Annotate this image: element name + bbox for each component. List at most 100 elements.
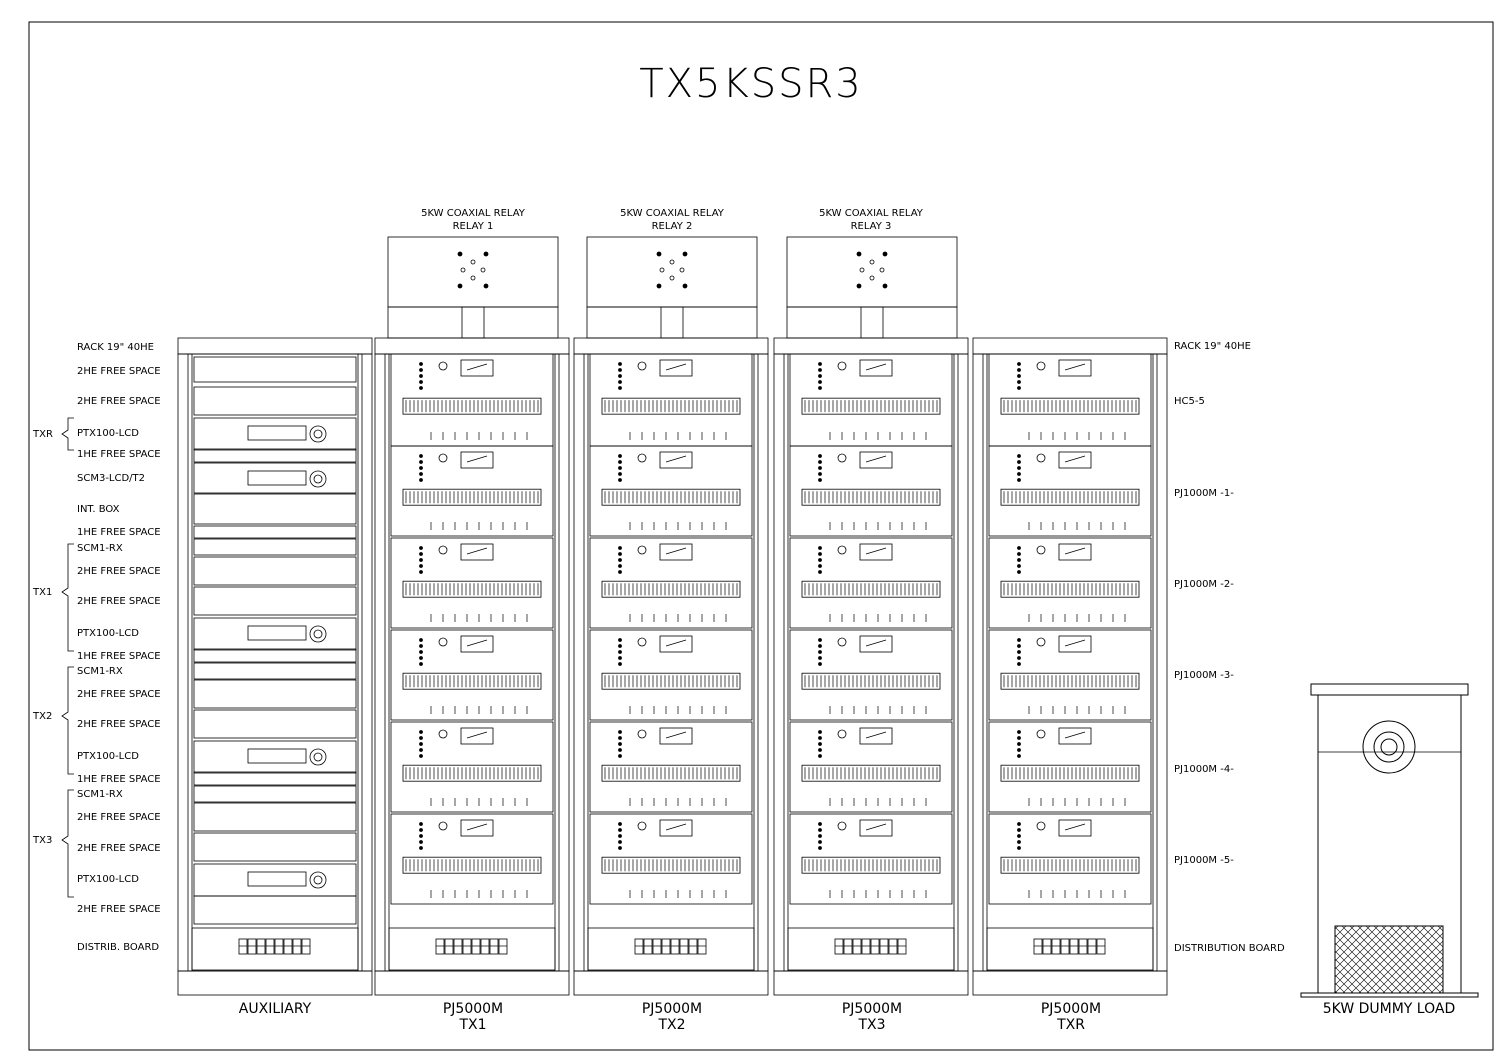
meter-window <box>460 635 494 653</box>
breaker <box>238 938 248 955</box>
racks <box>177 236 1168 996</box>
led <box>818 828 822 832</box>
breaker <box>1069 938 1079 955</box>
led <box>818 460 822 464</box>
led <box>818 834 822 838</box>
led <box>818 472 822 476</box>
control-knob <box>313 474 323 484</box>
breaker <box>498 938 508 955</box>
lcd-display <box>247 425 307 441</box>
meter-needle <box>865 731 887 739</box>
led <box>818 736 822 740</box>
led <box>818 656 822 660</box>
meter-needle <box>865 823 887 831</box>
amplifier-module <box>988 537 1152 629</box>
breaker <box>480 938 490 955</box>
led <box>419 754 423 758</box>
rack-caption-model: PJ5000M <box>642 1001 702 1017</box>
led <box>618 466 622 470</box>
amplifier-module <box>988 813 1152 905</box>
breaker <box>652 938 662 955</box>
amplifier-module <box>589 537 753 629</box>
relay-dot <box>483 251 489 257</box>
relay-dot <box>882 251 888 257</box>
relay-dot <box>483 283 489 289</box>
left-label: 2HE FREE SPACE <box>77 812 161 823</box>
heatsink-grille <box>1000 764 1140 782</box>
meter-window <box>659 543 693 561</box>
aux-panel <box>193 417 357 451</box>
connector <box>1036 729 1046 739</box>
left-label-rack: RACK 19" 40HE <box>77 342 154 353</box>
group-label-tx3: TX3 <box>32 835 52 846</box>
led <box>818 754 822 758</box>
breaker <box>697 938 707 955</box>
relay-dot <box>470 275 476 281</box>
left-label: PTX100-LCD <box>77 751 139 762</box>
led <box>818 822 822 826</box>
group-brace <box>61 417 74 451</box>
rack-body <box>573 353 769 972</box>
meter-window <box>460 543 494 561</box>
aux-panel <box>193 802 357 832</box>
left-label: 1HE FREE SPACE <box>77 774 161 785</box>
led <box>818 552 822 556</box>
relay-dot <box>856 283 862 289</box>
breaker <box>634 938 644 955</box>
heatsink-grille <box>402 764 542 782</box>
amplifier-module <box>988 353 1152 447</box>
aux-panel <box>193 493 357 525</box>
led <box>618 742 622 746</box>
led <box>419 846 423 850</box>
breaker <box>283 938 293 955</box>
led <box>419 472 423 476</box>
led <box>1017 638 1021 642</box>
led <box>419 386 423 390</box>
meter-needle <box>665 823 687 831</box>
led <box>419 840 423 844</box>
breaker <box>256 938 266 955</box>
led <box>1017 558 1021 562</box>
left-label: 2HE FREE SPACE <box>77 366 161 377</box>
rack-rail-left <box>187 353 193 972</box>
breaker <box>453 938 463 955</box>
connector <box>637 453 647 463</box>
aux-panel <box>193 356 357 383</box>
dummy-load <box>1300 683 1479 998</box>
led <box>818 638 822 642</box>
connector <box>1036 821 1046 831</box>
meter-needle <box>466 363 488 371</box>
led <box>419 736 423 740</box>
led <box>1017 546 1021 550</box>
amplifier-module <box>988 721 1152 813</box>
led <box>1017 386 1021 390</box>
led <box>818 362 822 366</box>
rack-caption-tx: TX1 <box>458 1017 486 1033</box>
rack-body <box>972 353 1168 972</box>
aux-panel <box>193 586 357 616</box>
left-label: PTX100-LCD <box>77 874 139 885</box>
relay-dot <box>480 267 486 273</box>
led <box>419 478 423 482</box>
right-label: PJ1000M -3- <box>1174 670 1234 681</box>
led <box>419 834 423 838</box>
led <box>1017 846 1021 850</box>
led <box>618 736 622 740</box>
relay-dot <box>457 283 463 289</box>
left-label: SCM3-LCD/T2 <box>77 473 145 484</box>
rack-rail-left <box>783 353 789 972</box>
meter-window <box>859 451 893 469</box>
led <box>618 564 622 568</box>
left-label: 2HE FREE SPACE <box>77 566 161 577</box>
left-label: 2HE FREE SPACE <box>77 719 161 730</box>
breaker <box>843 938 853 955</box>
aux-panel <box>193 556 357 586</box>
meter-window <box>1058 635 1092 653</box>
control-knob <box>309 470 327 488</box>
aux-panel <box>193 679 357 709</box>
led <box>1017 368 1021 372</box>
meter-window <box>1058 359 1092 377</box>
led <box>818 840 822 844</box>
led <box>419 466 423 470</box>
breaker <box>861 938 871 955</box>
